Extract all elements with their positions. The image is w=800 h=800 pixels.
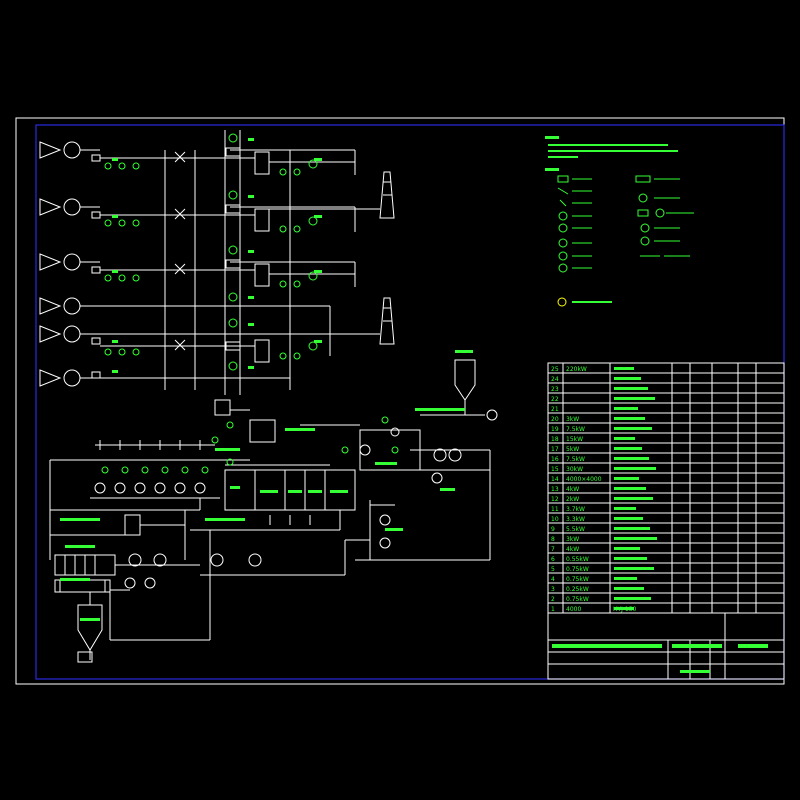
table-row-number: 16 <box>551 456 559 463</box>
fan-row-4 <box>39 292 331 356</box>
table-row-spec: 2kW <box>566 496 579 503</box>
table-row-spec: 0.75kW <box>566 576 589 583</box>
table-row-spec: 4kW <box>566 486 579 493</box>
table-row-name-mark <box>614 547 640 550</box>
table-row1-name: HYJ-150 <box>613 606 637 613</box>
table-row-name-mark <box>614 407 638 410</box>
table-row-spec: 5kW <box>566 446 579 453</box>
table-row-number: 11 <box>551 506 559 513</box>
silo-bottom <box>77 604 103 651</box>
table-row-number: 25 <box>551 366 559 373</box>
title-block <box>547 612 785 680</box>
table-row-name-mark <box>614 417 645 420</box>
table-row-spec: 7.5kW <box>566 426 585 433</box>
table-row-name-mark <box>614 367 634 370</box>
pump-row <box>94 466 209 494</box>
table-row-name-mark <box>614 557 647 560</box>
table-row-name-mark <box>614 397 655 400</box>
table-row-number: 24 <box>551 376 559 383</box>
table-row-name-mark <box>614 487 646 490</box>
table-row-number: 13 <box>551 486 559 493</box>
table-row-name-mark <box>614 477 639 480</box>
table-row-number: 8 <box>551 536 555 543</box>
table-row-number: 1 <box>551 606 555 613</box>
table-row-spec: 5.5kW <box>566 526 585 533</box>
table-row-number: 7 <box>551 546 555 553</box>
table-row-spec: 0.55kW <box>566 556 589 563</box>
table-row-spec: 3.7kW <box>566 506 585 513</box>
table-row-spec: 220kW <box>566 366 587 373</box>
table-row-number: 18 <box>551 436 559 443</box>
table-row-spec: 15kW <box>566 436 583 443</box>
chimney-2 <box>379 297 395 345</box>
table-row-number: 3 <box>551 586 555 593</box>
table-row-number: 6 <box>551 556 555 563</box>
table-row-spec: 0.25kW <box>566 586 589 593</box>
table-row-name-mark <box>614 447 642 450</box>
fan-row-group <box>39 130 380 395</box>
table-row-spec: 7.5kW <box>566 456 585 463</box>
table-row-spec: 4000×4000 <box>566 476 602 483</box>
table-row-number: 12 <box>551 496 559 503</box>
table-row-number: 21 <box>551 406 559 413</box>
table-row-spec: 0.75kW <box>566 566 589 573</box>
fan-row-6 <box>39 361 290 387</box>
table-row-name-mark <box>614 527 650 530</box>
fan-row-3 <box>39 245 356 288</box>
lime-silo <box>454 359 476 401</box>
main-tank <box>224 469 356 511</box>
table-row-number: 5 <box>551 566 555 573</box>
table-row-name-mark <box>614 467 656 470</box>
table-row-spec: 4000 <box>566 606 581 613</box>
table-row-name-mark <box>614 437 635 440</box>
table-row-spec: 3kW <box>566 416 579 423</box>
table-row-name-mark <box>614 537 657 540</box>
table-row-name-mark <box>614 507 636 510</box>
table-row-name-mark <box>614 597 651 600</box>
table-row-name-mark <box>614 457 649 460</box>
fan-row-5 <box>39 318 380 363</box>
table-row-number: 22 <box>551 396 559 403</box>
notes-block <box>545 136 678 158</box>
table-row-number: 20 <box>551 416 559 423</box>
chimney-1 <box>379 171 395 219</box>
table-row-name-mark <box>614 577 637 580</box>
table-row-name-mark <box>614 427 652 430</box>
outer-frame <box>15 117 785 685</box>
table-row-spec: 3kW <box>566 536 579 543</box>
table-row-name-mark <box>614 607 634 610</box>
table-row-spec: 0.75kW <box>566 596 589 603</box>
fan-row-1 <box>39 133 356 176</box>
table-row-number: 9 <box>551 526 555 533</box>
table-row-name-mark <box>614 377 641 380</box>
legend-block <box>545 168 694 307</box>
table-row-number: 17 <box>551 446 559 453</box>
fan-row-2 <box>39 190 380 233</box>
table-row-number: 14 <box>551 476 559 483</box>
table-row-number: 19 <box>551 426 559 433</box>
table-row-spec: 30kW <box>566 466 583 473</box>
table-row-number: 10 <box>551 516 559 523</box>
table-row-number: 4 <box>551 576 555 583</box>
table-row-name-mark <box>614 497 653 500</box>
table-row-name-mark <box>614 517 643 520</box>
table-row-name-mark <box>614 567 654 570</box>
table-row-number: 15 <box>551 466 559 473</box>
table-row-number: 23 <box>551 386 559 393</box>
table-row-name-mark <box>614 387 648 390</box>
table-row-number: 2 <box>551 596 555 603</box>
table-row-spec: 3.3kW <box>566 516 585 523</box>
table-row-spec: 4kW <box>566 546 579 553</box>
table-row-name-mark <box>614 587 644 590</box>
process-area <box>49 350 498 663</box>
